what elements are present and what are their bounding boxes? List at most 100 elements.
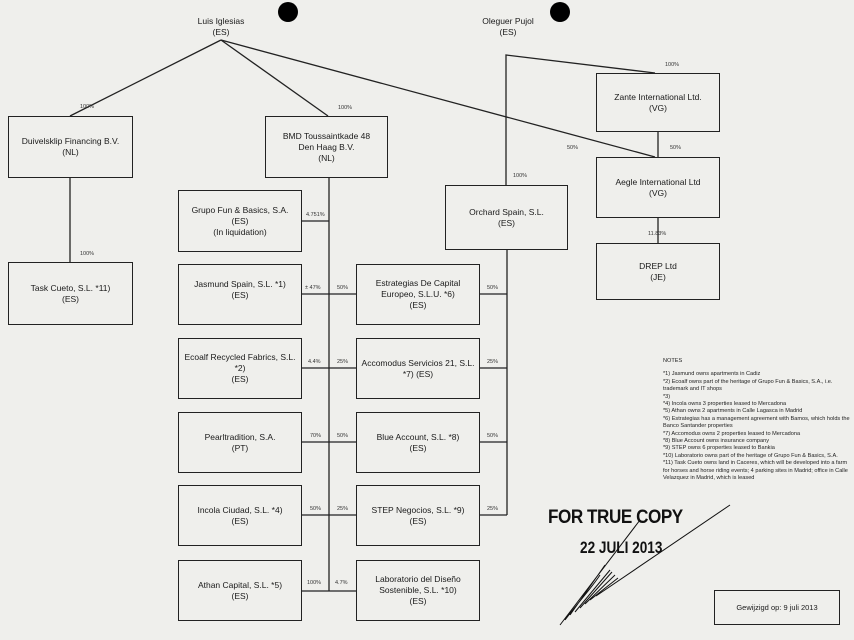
signature [559, 504, 731, 626]
entity-country: (ES) [409, 596, 427, 606]
entity-pearltradition: Pearltradition, S.A. (PT) [178, 412, 302, 473]
note-item: *1) Jasmund owns apartments in Cadiz [663, 371, 761, 378]
pct-label: 11.83% [648, 231, 667, 237]
note-item: *2) Ecoalf owns part of the heritage of … [663, 378, 833, 393]
entity-country: (ES) [409, 300, 427, 310]
entity-name-line2: Den Haag B.V. [298, 141, 355, 152]
entity-country: (PT) [231, 442, 249, 453]
entity-name: Athan Capital, S.L. *5) [197, 579, 283, 590]
entity-country: (ES) [231, 590, 249, 601]
pct-label: 100% [665, 62, 680, 68]
entity-blue-account: Blue Account, S.L. *8) (ES) [356, 412, 480, 473]
entity-country: (VG) [649, 187, 667, 198]
note-item: *8) Blue Account owns insurance company [663, 438, 770, 445]
note-item: *6) Estrategias has a management agreeme… [663, 415, 850, 430]
note-item: *5) Athan owns 2 apartments in Calle Lag… [663, 408, 803, 415]
redaction-dot [278, 2, 298, 22]
entity-name: Zante International Ltd. [614, 91, 702, 102]
pct-label: 100% [338, 105, 353, 111]
pct-label: 25% [337, 506, 349, 512]
pct-label: 25% [487, 359, 499, 365]
pct-label: 4.751% [306, 212, 325, 218]
entity-task-cueto: Task Cueto, S.L. *11) (ES) [8, 262, 133, 325]
true-copy-stamp: FOR TRUE COPY [548, 507, 683, 528]
entity-laboratorio: Laboratorio del Diseño Sostenible, S.L. … [356, 560, 480, 621]
entity-name-line2: Sostenible, S.L. *10) [379, 585, 457, 595]
entity-drep: DREP Ltd (JE) [596, 243, 720, 300]
pct-label: 70% [310, 433, 322, 439]
entity-country: (NL) [318, 152, 335, 163]
entity-country: (VG) [649, 102, 667, 113]
pct-label: 25% [337, 359, 349, 365]
entity-step: STEP Negocios, S.L. *9) (ES) [356, 485, 480, 546]
pct-label: 50% [337, 433, 349, 439]
entity-name: Pearltradition, S.A. [204, 431, 276, 442]
entity-country: (ES) [231, 216, 249, 226]
entity-name: DREP Ltd [639, 260, 677, 271]
pct-label: 50% [670, 145, 682, 151]
notes-title: NOTES [663, 358, 683, 364]
entity-country: (NL) [62, 147, 79, 157]
entity-jasmund: Jasmund Spain, S.L. *1) (ES) [178, 264, 302, 325]
note-item: *3) [663, 393, 671, 400]
pct-label: 100% [513, 173, 528, 179]
note-item: *4) Incola owns 3 properties leased to M… [663, 401, 787, 408]
owner-name: Oleguer Pujol [482, 16, 534, 26]
entity-country: (ES) [231, 290, 249, 300]
redaction-dot [550, 2, 570, 22]
entity-name: Accomodus Servicios 21, S.L. [361, 357, 475, 368]
entity-name: Incola Ciudad, S.L. *4) [197, 504, 283, 515]
owner-name: Luis Iglesias [197, 16, 245, 26]
entity-status: (In liquidation) [213, 227, 267, 237]
entity-country: (JE) [650, 271, 666, 282]
entity-country: (ES) [409, 442, 427, 453]
pct-label: 50% [487, 285, 499, 291]
entity-country: (ES) [409, 515, 427, 526]
pct-label: 4.7% [335, 580, 348, 586]
pct-label: 50% [487, 433, 499, 439]
pct-label: 50% [337, 285, 349, 291]
note-item: *11) Task Cueto owns land in Caceres, wh… [663, 460, 848, 482]
entity-name: Orchard Spain, S.L. [469, 206, 544, 217]
owner-oleguer-pujol: Oleguer Pujol (ES) [463, 16, 553, 38]
entity-name: Laboratorio del Diseño [375, 574, 461, 584]
pct-label: 4.4% [308, 359, 321, 365]
entity-name: Task Cueto, S.L. *11) [30, 282, 111, 293]
modified-date-box: Gewijzigd op: 9 juli 2013 [714, 590, 840, 625]
entity-name: Estrategias De Capital [375, 278, 461, 288]
entity-country: (ES) [62, 293, 79, 304]
pct-label: 50% [567, 145, 579, 151]
entity-name: Jasmund Spain, S.L. *1) [194, 279, 286, 289]
pct-label: 50% [310, 506, 322, 512]
entity-country: (ES) [498, 217, 515, 228]
owner-country: (ES) [212, 27, 230, 37]
entity-name: Blue Account, S.L. *8) [376, 431, 460, 442]
pct-label: 100% [307, 580, 322, 586]
entity-country: (ES) [231, 374, 249, 384]
entity-zante: Zante International Ltd. (VG) [596, 73, 720, 132]
entity-name: Aegle International Ltd [615, 176, 701, 187]
entity-orchard: Orchard Spain, S.L. (ES) [445, 185, 568, 250]
pct-label: 25% [487, 506, 499, 512]
notes-section: NOTES *1) Jasmund owns apartments in Cad… [663, 358, 853, 483]
entity-note: *2) [234, 363, 246, 373]
pct-label: ± 47% [305, 285, 321, 291]
entity-duivelsklip: Duivelsklip Financing B.V. (NL) [8, 116, 133, 178]
entity-ecoalf: Ecoalf Recycled Fabrics, S.L. *2) (ES) [178, 338, 302, 399]
stamp-date: 22 JULI 2013 [580, 538, 663, 557]
entity-aegle: Aegle International Ltd (VG) [596, 157, 720, 218]
entity-name: Duivelsklip Financing B.V. [21, 136, 120, 146]
pct-label: 100% [80, 251, 95, 257]
entity-name: STEP Negocios, S.L. *9) [371, 504, 465, 515]
modified-date: Gewijzigd op: 9 juli 2013 [736, 603, 818, 612]
owner-luis-iglesias: Luis Iglesias (ES) [176, 16, 266, 38]
note-item: *9) STEP owns 6 properties leased to Ban… [663, 445, 775, 452]
entity-accomodus: Accomodus Servicios 21, S.L. *7) (ES) [356, 338, 480, 399]
entity-country: *7) (ES) [402, 368, 434, 379]
entity-athan: Athan Capital, S.L. *5) (ES) [178, 560, 302, 621]
entity-name-line2: Europeo, S.L.U. *6) [381, 289, 455, 299]
entity-estrategias: Estrategias De Capital Europeo, S.L.U. *… [356, 264, 480, 325]
owner-country: (ES) [499, 27, 517, 37]
note-item: *10) Laboratorio owns part of the herita… [663, 452, 838, 459]
